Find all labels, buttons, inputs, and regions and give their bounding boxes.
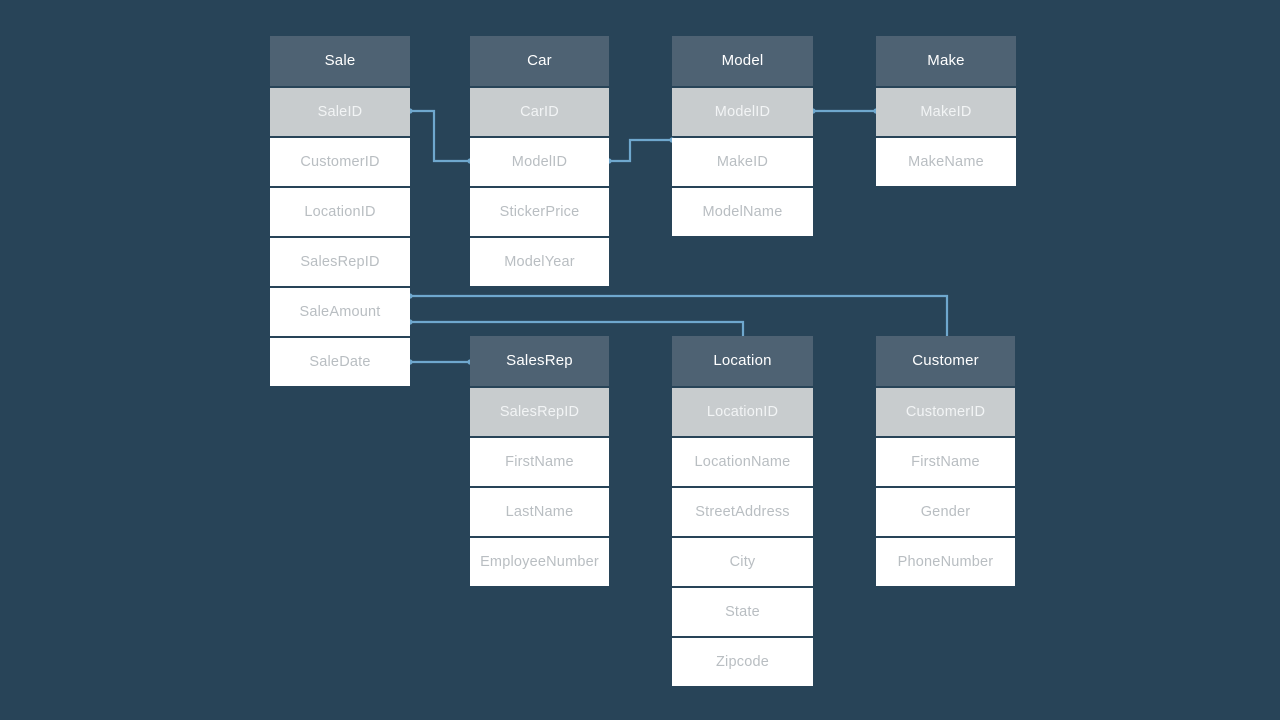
field-sale-5[interactable]: SaleDate	[270, 338, 410, 386]
relationship-sale-saleamount-to-customer	[410, 294, 949, 336]
field-customer-3[interactable]: PhoneNumber	[876, 538, 1015, 586]
entity-header-customer: Customer	[876, 336, 1015, 386]
field-customer-1[interactable]: FirstName	[876, 438, 1015, 486]
relationship-car-modelid-to-model-makeid	[609, 138, 672, 163]
entity-header-sale: Sale	[270, 36, 410, 86]
entity-header-car: Car	[470, 36, 609, 86]
field-make-1[interactable]: MakeName	[876, 138, 1016, 186]
field-model-1[interactable]: MakeID	[672, 138, 813, 186]
entity-header-make: Make	[876, 36, 1016, 86]
primary-key-field-sale-0[interactable]: SaleID	[270, 88, 410, 136]
field-salesrep-1[interactable]: FirstName	[470, 438, 609, 486]
field-model-2[interactable]: ModelName	[672, 188, 813, 236]
field-location-3[interactable]: City	[672, 538, 813, 586]
primary-key-field-make-0[interactable]: MakeID	[876, 88, 1016, 136]
field-location-4[interactable]: State	[672, 588, 813, 636]
field-sale-3[interactable]: SalesRepID	[270, 238, 410, 286]
entity-header-model: Model	[672, 36, 813, 86]
field-car-2[interactable]: StickerPrice	[470, 188, 609, 236]
primary-key-field-location-0[interactable]: LocationID	[672, 388, 813, 436]
field-sale-4[interactable]: SaleAmount	[270, 288, 410, 336]
field-location-1[interactable]: LocationName	[672, 438, 813, 486]
entity-header-location: Location	[672, 336, 813, 386]
field-sale-2[interactable]: LocationID	[270, 188, 410, 236]
field-salesrep-3[interactable]: EmployeeNumber	[470, 538, 609, 586]
field-salesrep-2[interactable]: LastName	[470, 488, 609, 536]
field-car-3[interactable]: ModelYear	[470, 238, 609, 286]
field-car-1[interactable]: ModelID	[470, 138, 609, 186]
field-location-2[interactable]: StreetAddress	[672, 488, 813, 536]
relationship-sale-locationid-to-location	[410, 320, 745, 336]
entity-header-salesrep: SalesRep	[470, 336, 609, 386]
primary-key-field-salesrep-0[interactable]: SalesRepID	[470, 388, 609, 436]
field-sale-1[interactable]: CustomerID	[270, 138, 410, 186]
relationship-car-modelid-to-sale-saleid	[410, 109, 470, 163]
field-customer-2[interactable]: Gender	[876, 488, 1015, 536]
primary-key-field-customer-0[interactable]: CustomerID	[876, 388, 1015, 436]
primary-key-field-model-0[interactable]: ModelID	[672, 88, 813, 136]
primary-key-field-car-0[interactable]: CarID	[470, 88, 609, 136]
field-location-5[interactable]: Zipcode	[672, 638, 813, 686]
